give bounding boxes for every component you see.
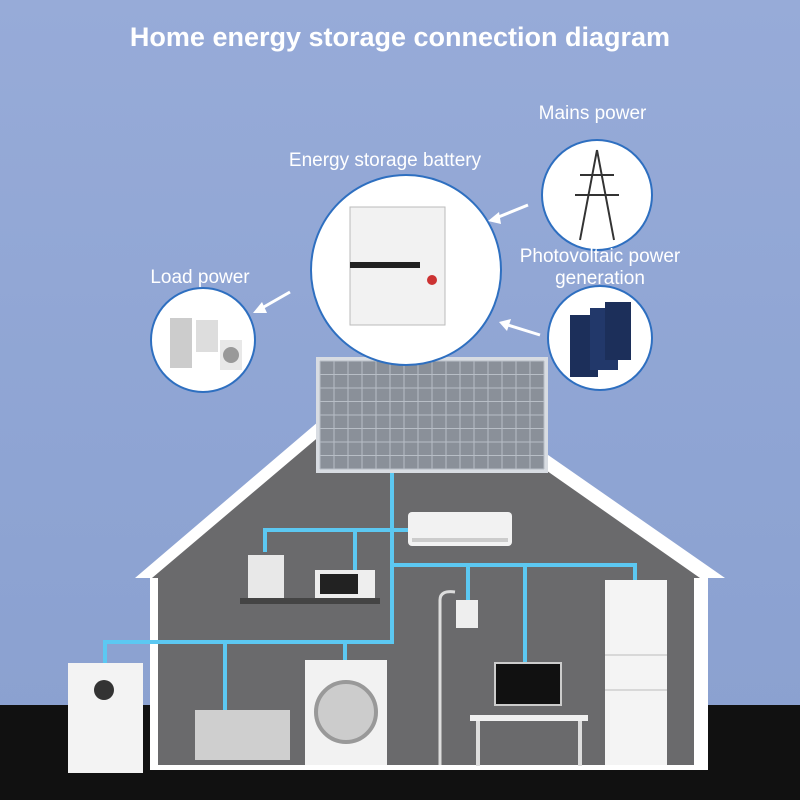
arrows — [253, 203, 541, 337]
load-label: Load power — [150, 267, 250, 288]
microwave — [315, 570, 375, 598]
pv-label: Photovoltaic power generation — [519, 246, 681, 289]
refrigerator — [605, 580, 667, 765]
shelf — [240, 598, 380, 604]
load-circle — [150, 287, 256, 393]
floor-lamp — [438, 590, 478, 765]
washing-machine — [305, 660, 387, 765]
battery-circle — [310, 174, 502, 366]
battery-label: Energy storage battery — [288, 150, 482, 171]
page-title: Home energy storage connection diagram — [129, 22, 671, 52]
roof-solar-panel — [316, 357, 548, 473]
wires — [103, 473, 637, 710]
desk-monitor — [470, 662, 588, 766]
home-battery-unit — [68, 663, 143, 773]
water-pump — [195, 710, 290, 760]
mains-circle — [541, 139, 653, 251]
mains-label: Mains power — [538, 103, 647, 124]
pv-circle — [547, 285, 653, 391]
coffee-machine — [248, 555, 284, 598]
air-conditioner — [408, 512, 512, 546]
